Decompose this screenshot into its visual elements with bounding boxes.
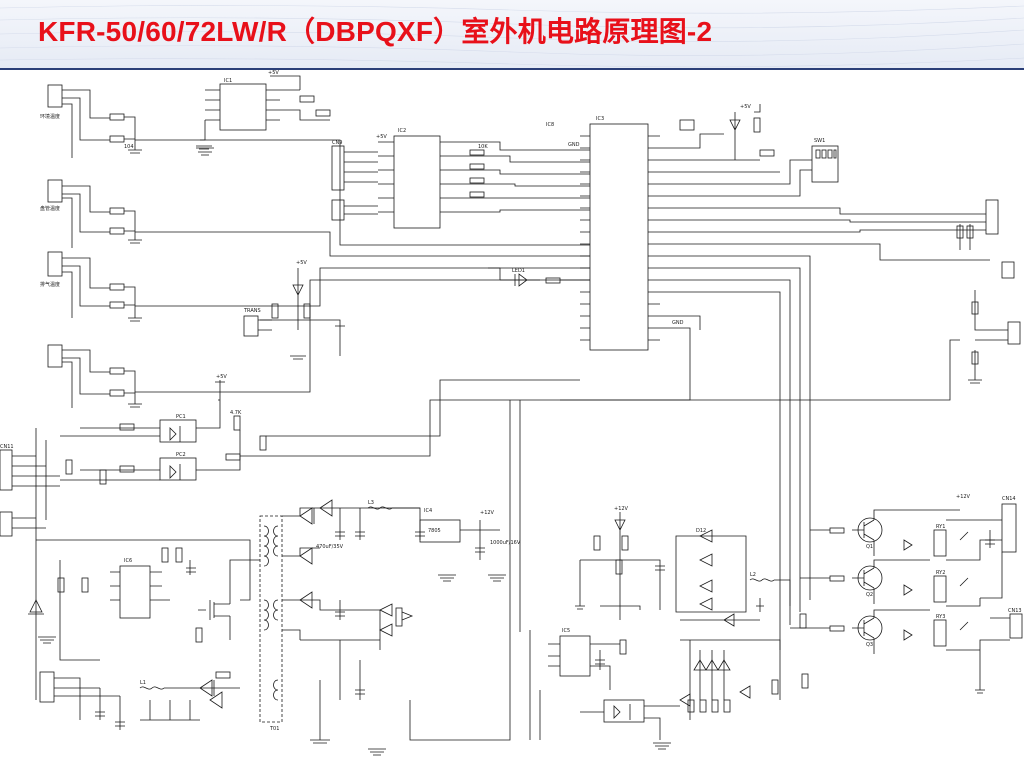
pwm-ic-label: IC6 (124, 558, 132, 564)
ic2-label: IC2 (398, 128, 406, 134)
header-divider (0, 68, 1024, 70)
bridge-label: D12 (696, 528, 706, 534)
ic5-label: IC5 (562, 628, 570, 634)
regulator-part-label: 7805 (428, 528, 441, 534)
cap-label-2: 104 (124, 144, 134, 150)
vcc-label-8: +12V (956, 494, 971, 500)
opto2-label: PC2 (176, 452, 186, 458)
cap-label-1: 470uF/35V (316, 544, 344, 550)
exhaust-temp-label: 排气温度 (40, 281, 60, 288)
ic8-label: IC8 (546, 122, 554, 128)
vcc-label-3: +5V (740, 104, 751, 110)
slide-title: KFR-50/60/72LW/R（DBPQXF）室外机电路原理图-2 (38, 16, 713, 47)
vcc-label-6: +12V (480, 510, 495, 516)
comm-connector-label: CN11 (0, 444, 14, 450)
cap-label-3: 1000uF/16V (490, 540, 521, 546)
vcc-label-5: +5V (216, 374, 227, 380)
inductor-l2-label: L2 (750, 572, 756, 578)
circuit-schematic: IC1 IC2 IC3 IC4 IC5 IC6 IC8 +5V +5V +5V … (0, 70, 1023, 756)
transistor-q2-label: Q2 (866, 592, 873, 598)
trans-label: TRANS (243, 308, 261, 314)
relay1-label: RY1 (936, 524, 945, 530)
vcc-label-4: +5V (296, 260, 307, 266)
relay2-label: RY2 (936, 570, 945, 576)
mcu-label: IC3 (596, 116, 604, 122)
led-label: LED1 (512, 268, 525, 274)
gnd-label-1: GND (568, 142, 580, 148)
transistor-q3-label: Q3 (866, 642, 873, 648)
inductor-l3-label: L3 (368, 500, 374, 506)
dip-switch-label: SW1 (814, 138, 825, 144)
vcc-label-7: +12V (614, 506, 629, 512)
relay3-label: RY3 (936, 614, 945, 620)
slide-header: KFR-50/60/72LW/R（DBPQXF）室外机电路原理图-2 (0, 0, 1024, 68)
opto1-label: PC1 (176, 414, 186, 420)
gnd-label-2: GND (672, 320, 684, 326)
fan-connector-label: CN13 (1008, 608, 1022, 614)
ambient-temp-label: 环境温度 (40, 113, 60, 120)
resistor-label-1: 10K (478, 144, 488, 150)
temp-connector-label: CN9 (332, 140, 342, 146)
header-texture (0, 5, 1024, 68)
transistor-q1-label: Q1 (866, 544, 873, 550)
regulator-label: IC4 (424, 508, 432, 514)
inductor-l1-label: L1 (140, 680, 146, 686)
coil-temp-label: 盘管温度 (40, 205, 60, 212)
ic1-label: IC1 (224, 78, 232, 84)
transformer-label: T01 (269, 726, 279, 732)
vcc-label-1: +5V (268, 70, 279, 76)
resistor-label-2: 4.7K (230, 410, 242, 416)
vcc-label-2: +5V (376, 134, 387, 140)
power-connector-label: CN14 (1002, 496, 1016, 502)
